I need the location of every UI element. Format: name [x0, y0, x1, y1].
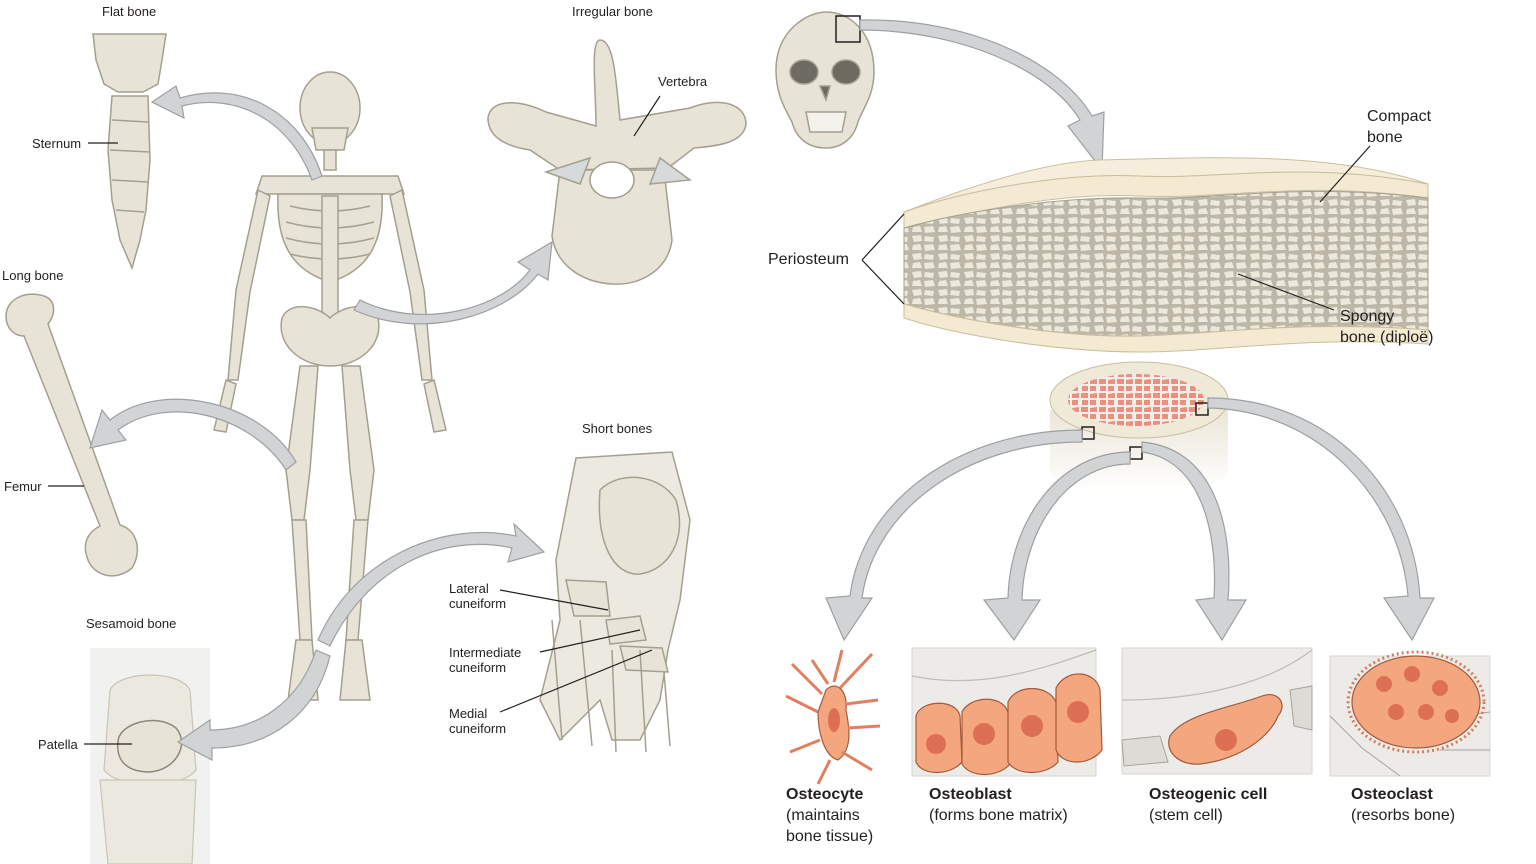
knee-bones [90, 648, 210, 864]
skeleton [213, 71, 447, 701]
periosteum-label: Periosteum [768, 251, 849, 268]
vertebra-bone [487, 39, 747, 285]
patella-label: Patella [38, 737, 78, 752]
osteoclast-cell [1329, 650, 1491, 777]
intermediate-cuneiform-label: Intermediate cuneiform [449, 645, 522, 675]
slab-leader-lines [861, 145, 1371, 311]
left-leader-lines [48, 95, 661, 745]
bone-slab [903, 157, 1429, 353]
osteocyte-cell [785, 649, 881, 785]
short-bones-title: Short bones [582, 421, 653, 436]
skull-arrow [859, 19, 1105, 172]
compact-bone-label: Compact bone [1367, 108, 1432, 146]
sesamoid-bone-title: Sesamoid bone [86, 616, 177, 631]
sternum-label: Sternum [32, 136, 82, 151]
osteoclast-caption: Osteoclast (resorbs bone) [1351, 786, 1456, 824]
osteogenic-cell-caption: Osteogenic cell (stem cell) [1149, 786, 1268, 824]
spongy-bone-label: Spongy bone (diploë) [1340, 308, 1434, 346]
sternum-bone [92, 33, 167, 271]
lateral-cuneiform-label: Lateral cuneiform [449, 581, 507, 611]
osteoblast-cells [911, 647, 1103, 777]
vertebra-label: Vertebra [658, 74, 708, 89]
flat-bone-title: Flat bone [102, 4, 157, 19]
left-arrows [89, 85, 553, 761]
osteoblast-caption: Osteoblast (forms bone matrix) [929, 786, 1068, 824]
foot-bones [539, 451, 691, 753]
cell-arrows [825, 397, 1435, 642]
femur-bone [5, 293, 139, 577]
femur-label: Femur [4, 479, 42, 494]
irregular-bone-title: Irregular bone [572, 4, 653, 19]
skull [775, 11, 875, 149]
osteogenic-cell [1121, 647, 1313, 775]
medial-cuneiform-label: Medial cuneiform [449, 706, 507, 736]
osteocyte-caption: Osteocyte (maintains bone tissue) [786, 786, 874, 845]
long-bone-title: Long bone [2, 268, 64, 283]
